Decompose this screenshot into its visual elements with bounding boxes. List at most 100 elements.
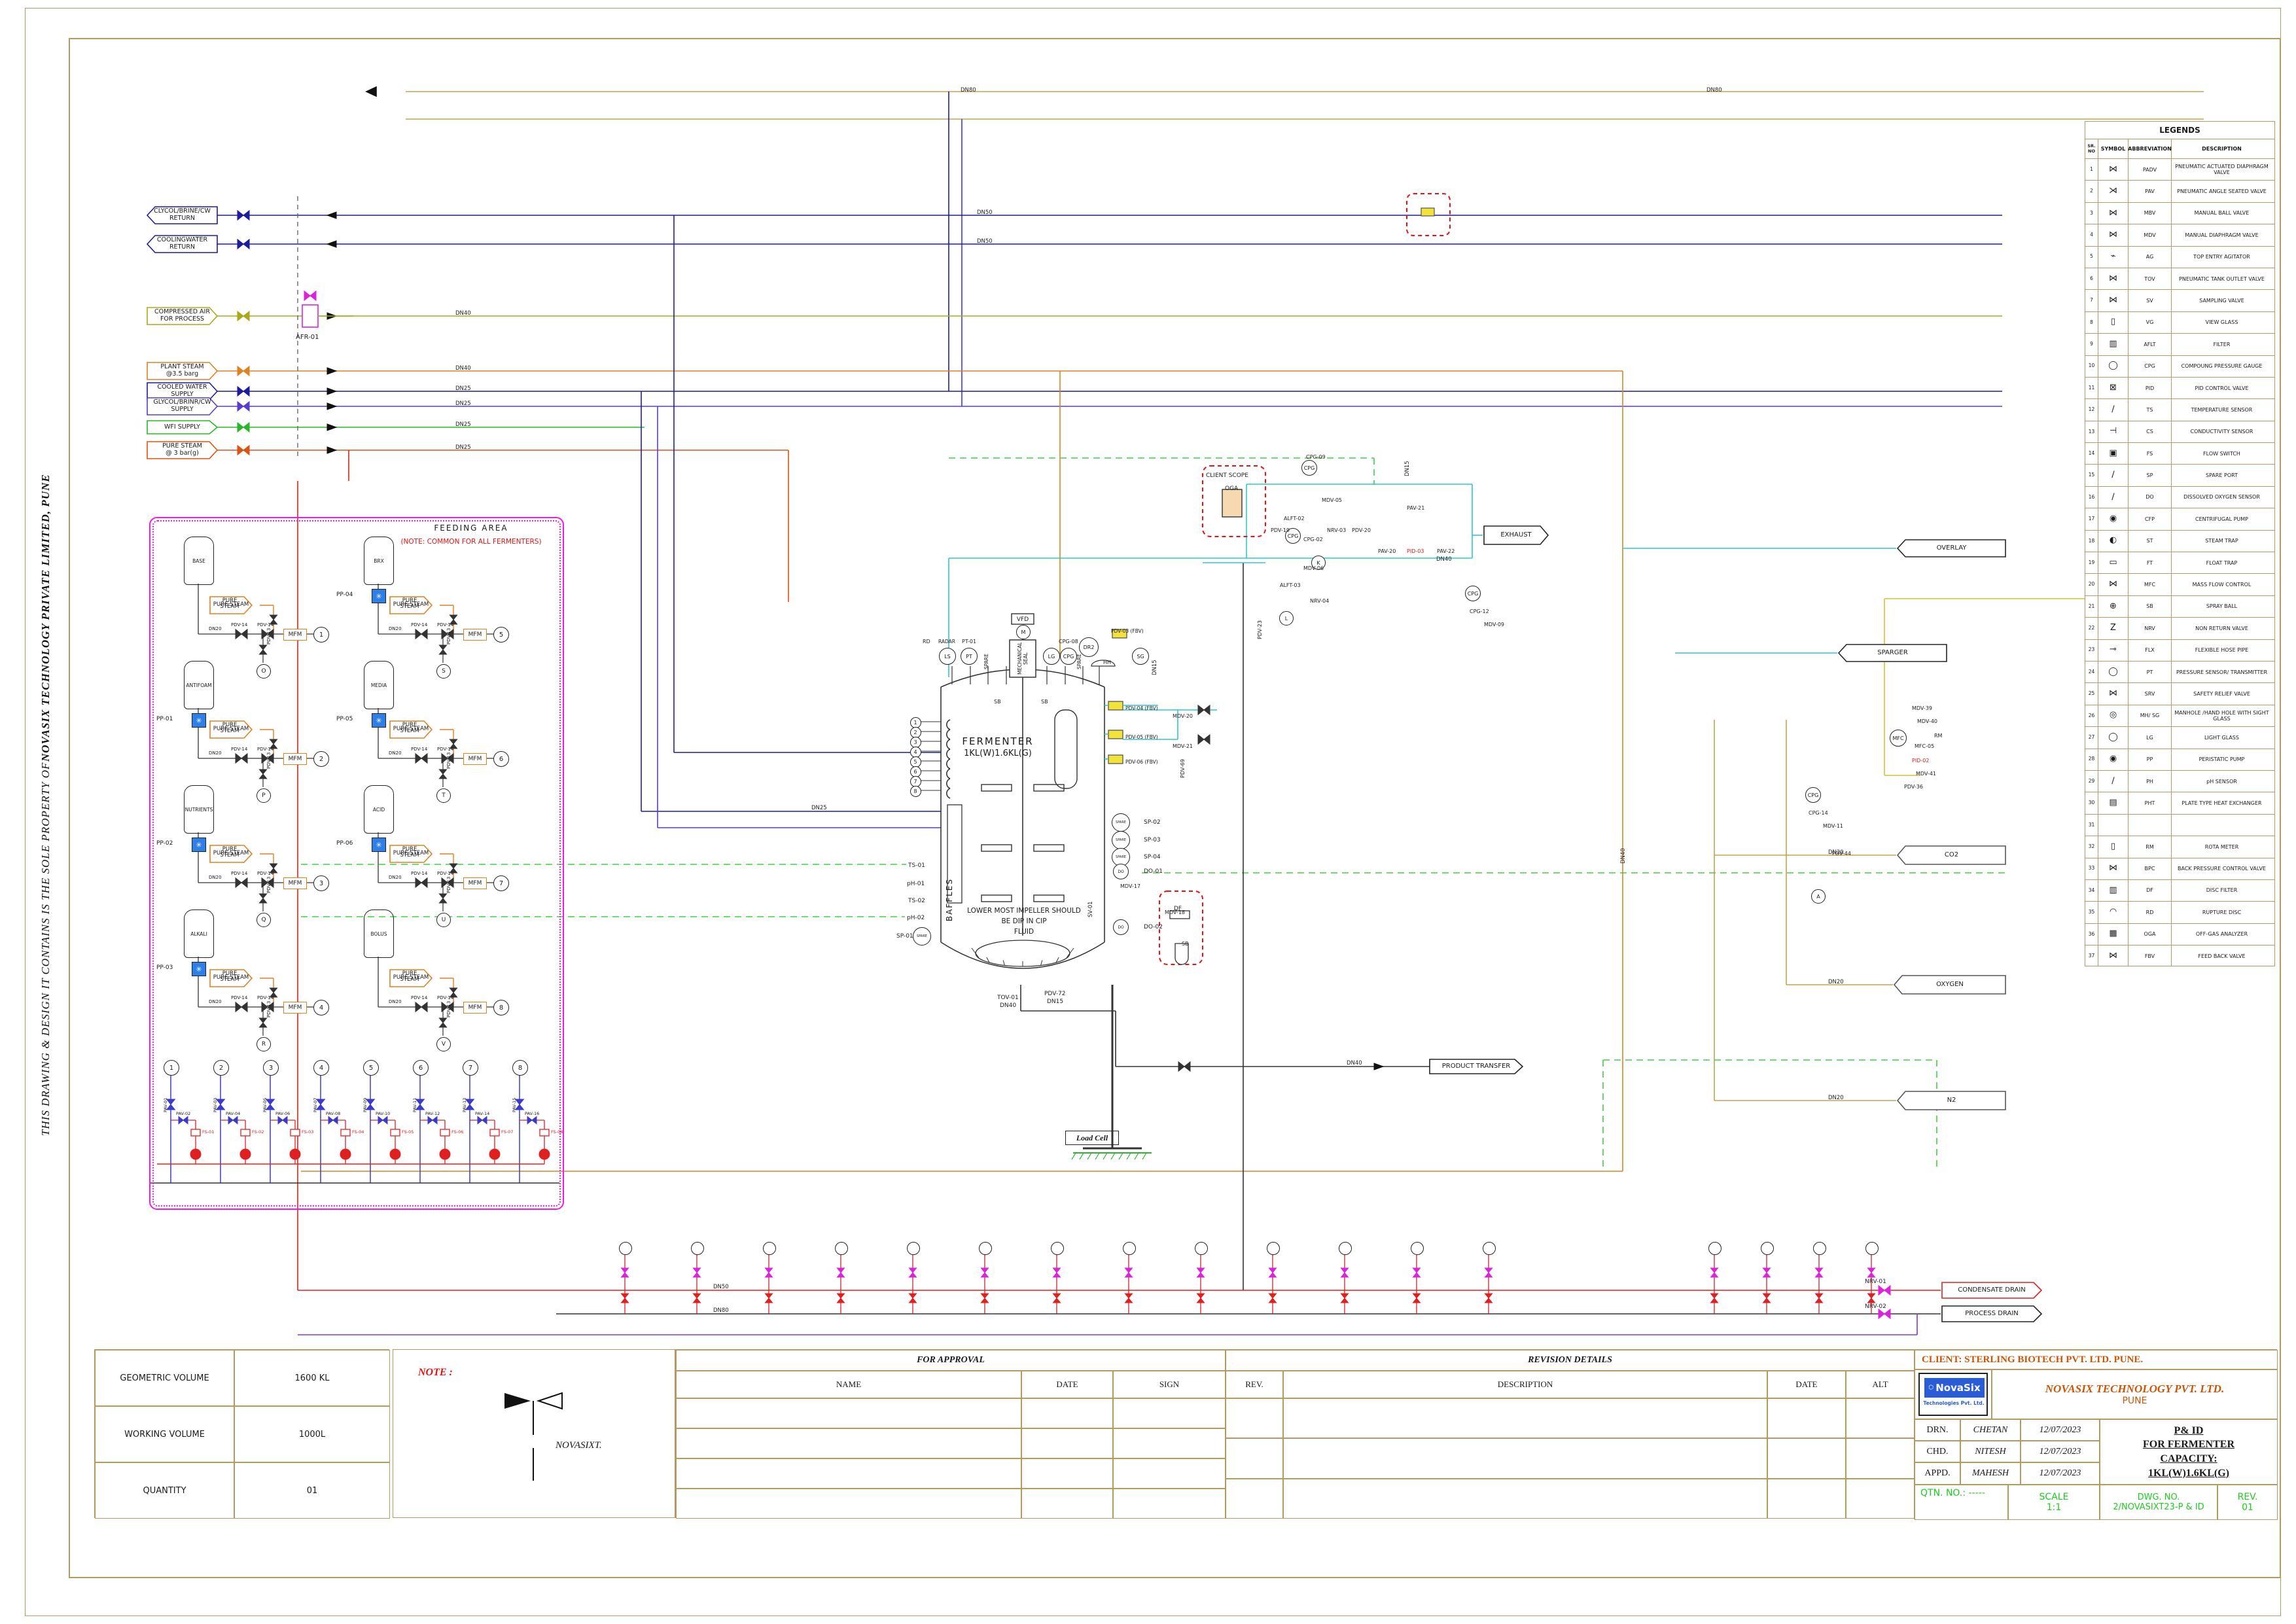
legend-srno: 34 — [2085, 879, 2098, 902]
feed-valve-label-a-4: PDV-14 — [411, 622, 428, 627]
instrument-cpg-3: CPG — [1060, 648, 1077, 665]
rev-cell: REV. 01 — [2217, 1485, 2278, 1520]
pump-label-PP-06: PP-06 — [336, 840, 353, 847]
legend-abbr: PAV — [2128, 181, 2172, 202]
rev-value: 01 — [2242, 1502, 2253, 1513]
feed-tank-nutrients: NUTRIENTS — [184, 785, 214, 834]
legend-abbr: PT — [2128, 661, 2172, 683]
spec-label-quantity: QUANTITY — [95, 1462, 234, 1519]
feed-sample-circle-Q: Q — [256, 913, 271, 927]
drain-cluster-circle-0 — [619, 1242, 632, 1255]
flexible-hose-icon: ⊸ — [2098, 639, 2128, 661]
tag-label-alft-02-5: ALFT-02 — [1284, 516, 1305, 521]
drain-cluster-circle-13 — [1708, 1242, 1722, 1255]
approval-title: FOR APPROVAL — [676, 1350, 1226, 1371]
legends-title: LEGENDS — [2159, 126, 2200, 135]
tag-label-dn25-73: DN25 — [455, 385, 471, 392]
instrument-mfc-14: MFC — [1890, 730, 1907, 747]
legend-abbr: RM — [2128, 836, 2172, 858]
revision-empty-cell — [1846, 1438, 1915, 1479]
tag-label-pdv-72-65: PDV-72 — [1044, 991, 1066, 997]
pump-label-PP-02: PP-02 — [156, 840, 173, 847]
tag-label-rd-34: RD — [923, 639, 930, 644]
approval-empty-cell — [1021, 1489, 1113, 1519]
tag-label-sp-03-50: SP-03 — [1144, 837, 1161, 843]
coil-port-5: 5 — [910, 756, 921, 768]
legend-abbr: MBV — [2128, 202, 2172, 224]
legend-srno: 27 — [2085, 727, 2098, 749]
note-brand: NOVASIXT. — [556, 1440, 602, 1451]
tag-label-hh-40: HH — [1103, 660, 1112, 665]
tag-label-dn15-66: DN15 — [1047, 998, 1064, 1005]
tag-label-pdv-04-fbv--57: PDV-04 (FBV) — [1125, 705, 1158, 711]
tank-outlet-valve-icon: ⋈ — [2098, 268, 2128, 290]
drain-cluster-circle-9 — [1267, 1242, 1280, 1255]
tag-label-dn25-75: DN25 — [455, 421, 471, 428]
legend-srno: 31 — [2085, 814, 2098, 836]
note-flag-icon — [504, 1392, 563, 1481]
feed-valve-label-a-6: PDV-14 — [411, 871, 428, 876]
legend-abbr: DF — [2128, 879, 2172, 902]
drain-cluster-circle-12 — [1483, 1242, 1496, 1255]
legend-desc: OFF-GAS ANALYZER — [2195, 931, 2248, 938]
tag-label-pdv-19-6: PDV-19 — [1271, 527, 1290, 533]
tag-label-mdv-21-61: MDV-21 — [1173, 743, 1193, 749]
tag-label-pdv-03-fbv--41: PDV-03 (FBV) — [1111, 628, 1144, 634]
company-cell: NOVASIX TECHNOLOGY PVT. LTD. PUNE — [1992, 1369, 2278, 1419]
legend-srno: 19 — [2085, 552, 2098, 574]
legend-abbr: AG — [2128, 246, 2172, 268]
tag-label-mdv-40-21: MDV-40 — [1917, 718, 1937, 724]
legend-desc: RUPTURE DISC — [2202, 909, 2242, 915]
feed-valve-label-c-4: PDV-13 — [446, 627, 451, 644]
peristaltic-pump-icon: ✳ — [192, 838, 206, 852]
tag-label-tov-01-63: TOV-01 — [997, 995, 1019, 1001]
approval-col-name: NAME — [676, 1371, 1021, 1398]
legend-srno: 25 — [2085, 683, 2098, 705]
feed-tank-brx: BRX — [364, 537, 394, 585]
legend-abbr: TOV — [2128, 268, 2172, 290]
pump-label-PP-04: PP-04 — [336, 591, 353, 598]
legend-row-30: 31 — [2085, 813, 2274, 836]
tag-label-pdv-44-29: PDV-44 — [1832, 851, 1851, 856]
drain-cluster-circle-15 — [1813, 1242, 1826, 1255]
legend-srno: 22 — [2085, 618, 2098, 639]
legend-srno: 17 — [2085, 508, 2098, 530]
pump-label-PP-01: PP-01 — [156, 716, 173, 722]
approval-empty-cell — [1021, 1458, 1113, 1489]
mass-flow-meter-box: MFM — [283, 753, 307, 765]
tag-label-pdv-23-17: PDV-23 — [1257, 620, 1263, 639]
feed-valve-label-a-5: PDV-14 — [411, 747, 428, 752]
outlet-oxygen: OXYGEN — [1936, 981, 1964, 989]
manifold-stream-3: 3 — [263, 1060, 279, 1076]
legend-desc: MANUAL BALL VALVE — [2194, 210, 2250, 217]
feed-line-size-5: DN20 — [389, 750, 402, 756]
revision-table: REVISION DETAILS REV. DESCRIPTION DATE A… — [1225, 1349, 1915, 1519]
mass-flow-meter-box: MFM — [283, 1002, 307, 1014]
tag-label-dn20-82: DN20 — [1828, 849, 1844, 856]
feed-steam-flag-2: PURE STEAM — [213, 850, 249, 857]
feed-sample-circle-U: U — [436, 913, 451, 927]
filter-icon: ▥ — [2098, 334, 2128, 355]
company-name: NOVASIX TECHNOLOGY PVT. LTD. — [2045, 1383, 2225, 1395]
client-name: CLIENT: STERLING BIOTECH PVT. LTD. PUNE. — [1915, 1350, 2278, 1369]
manifold-pav-odd-6: PAV-13 — [462, 1097, 467, 1112]
instrument-cpg-12: CPG — [1465, 586, 1481, 601]
spec-label-working: WORKING VOLUME — [95, 1406, 234, 1462]
load-cell-label: Load Cell — [1065, 1131, 1119, 1145]
off-gas-analyzer-icon: ▦ — [2098, 923, 2128, 945]
manifold-pav-odd-1: PAV-03 — [213, 1097, 218, 1112]
approval-empty-cell — [1021, 1428, 1113, 1458]
coil-port-8: 8 — [910, 785, 921, 797]
legend-desc: BACK PRESSURE CONTROL VALVE — [2178, 866, 2266, 872]
legend-abbr: MDV — [2128, 224, 2172, 246]
instrument-spare-15: SPARE — [913, 927, 931, 945]
